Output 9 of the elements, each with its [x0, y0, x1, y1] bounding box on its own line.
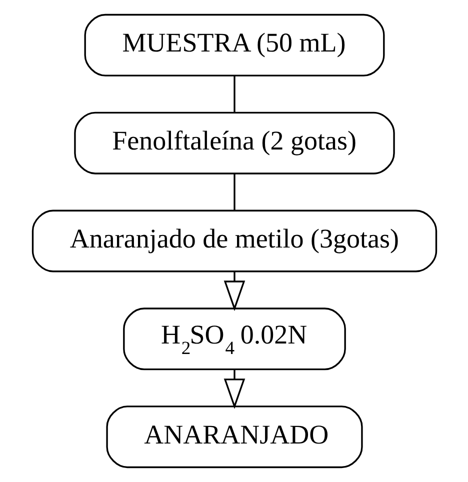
connector: [233, 76, 235, 113]
connector: [233, 174, 235, 211]
node-box: ANARANJADO: [106, 406, 362, 468]
node-box: MUESTRA (50 mL): [84, 14, 384, 76]
arrow: [223, 370, 245, 409]
node-box: Fenolftaleína (2 gotas): [74, 112, 394, 174]
node-box: H$_{2}$SO$_{4}$ 0.02N: [122, 308, 346, 370]
node-box: Anaranjado de metilo (3gotas): [31, 210, 437, 272]
arrow: [223, 272, 245, 312]
